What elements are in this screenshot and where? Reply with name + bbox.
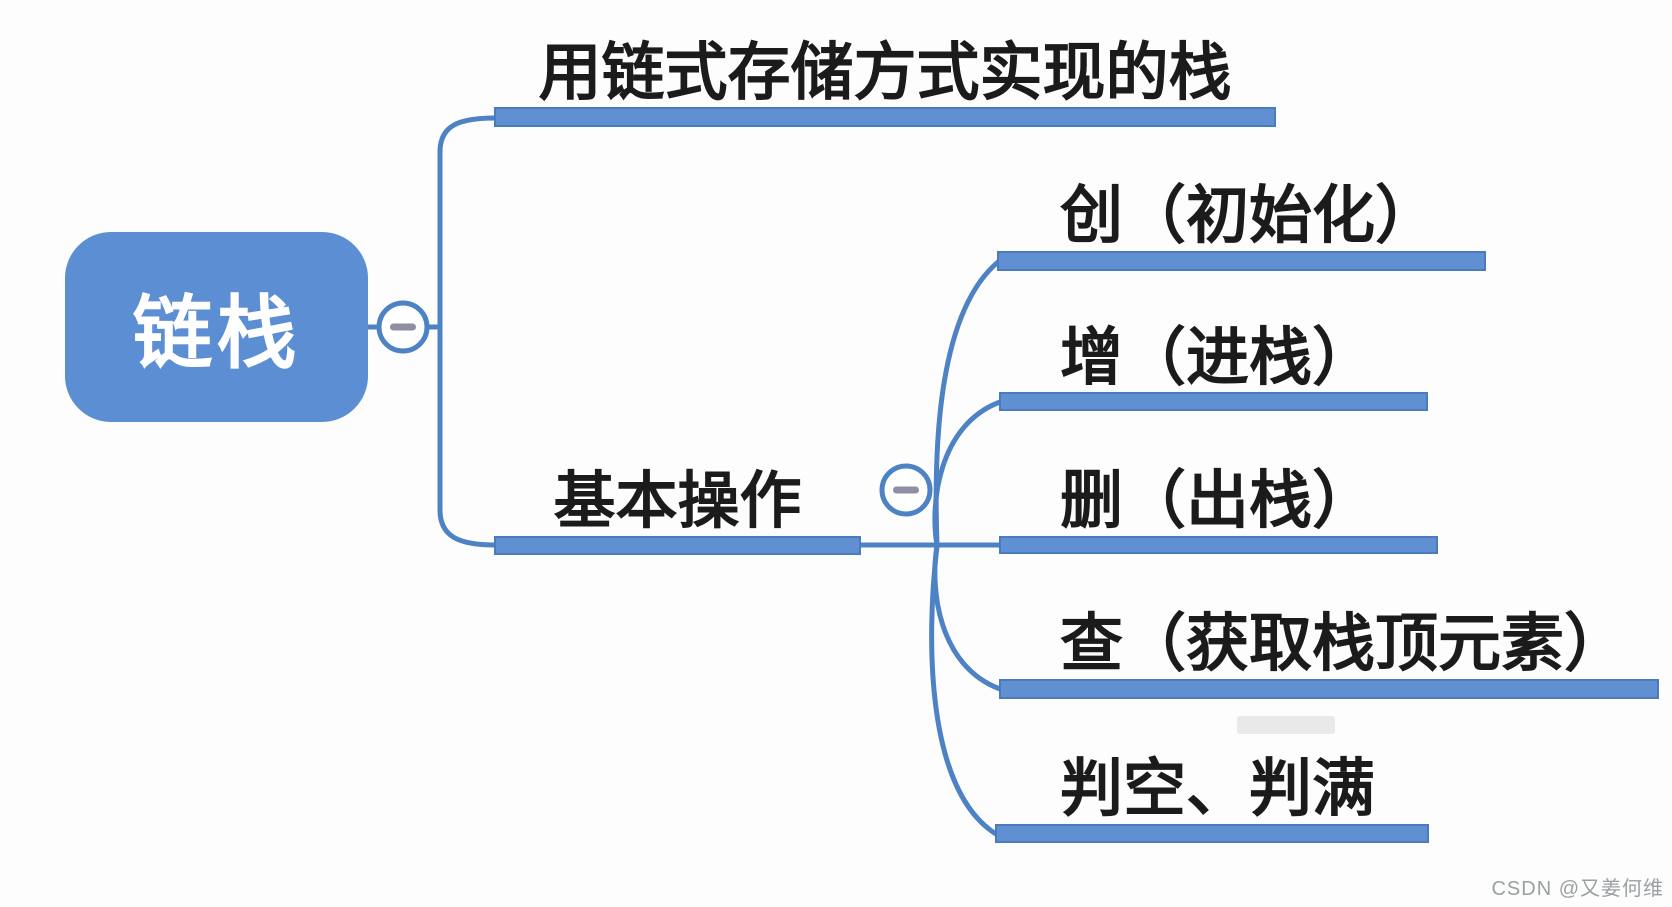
child-underline-empty-full (995, 824, 1429, 843)
connector-child-empty-full (929, 543, 999, 837)
connector-child-create (933, 259, 1001, 548)
child-node-empty-full[interactable]: 判空、判满 (1060, 754, 1375, 824)
child-node-push[interactable]: 增（进栈） (1060, 323, 1375, 393)
root-node-label: 链栈 (132, 289, 301, 378)
watermark: CSDN @又姜何维 (1491, 878, 1664, 900)
highlight-artifact (1237, 716, 1335, 734)
connector-child-push (932, 399, 1003, 548)
child-node-create[interactable]: 创（初始化） (1060, 181, 1438, 251)
child-underline-peek (999, 679, 1659, 699)
collapse-button-root[interactable] (376, 300, 430, 354)
branch-underline-basic-operations (494, 536, 861, 555)
branch-node-basic-operations[interactable]: 基本操作 (553, 467, 802, 536)
connector-root-bracket (437, 115, 498, 548)
minus-icon-dash (390, 323, 416, 331)
child-underline-push (999, 392, 1428, 411)
child-node-pop[interactable]: 删（出栈） (1060, 466, 1375, 536)
branch-node-definition[interactable]: 用链式存储方式实现的栈 (538, 38, 1232, 108)
child-underline-pop (999, 536, 1438, 554)
child-node-peek[interactable]: 查（获取栈顶元素） (1060, 609, 1627, 679)
root-node-linked-stack[interactable]: 链栈 (65, 232, 368, 422)
connector-child-peek (932, 543, 1003, 692)
collapse-button-basic-operations[interactable] (879, 463, 933, 517)
child-underline-create (997, 251, 1486, 271)
branch-underline-definition (494, 107, 1276, 127)
minus-icon-dash (893, 486, 919, 494)
